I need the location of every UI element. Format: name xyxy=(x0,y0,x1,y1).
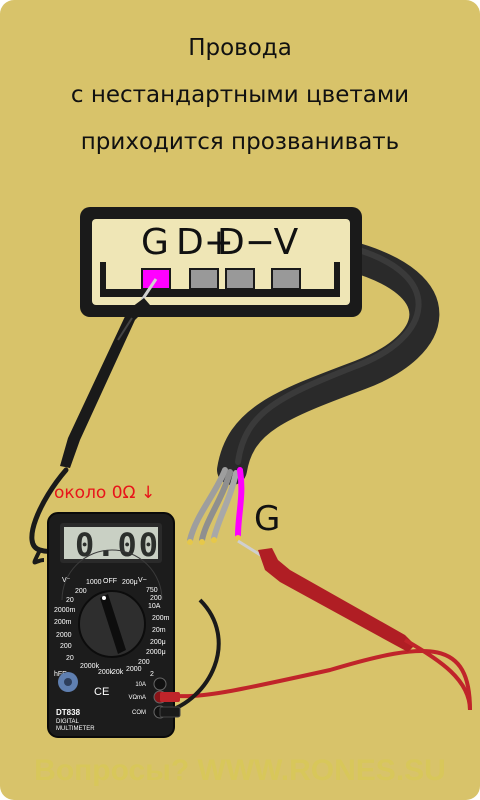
wire-tip xyxy=(235,535,241,541)
black-probe-handle xyxy=(60,298,150,468)
dial-mark: 200 xyxy=(138,659,150,666)
dial-mark: 200μ xyxy=(122,579,138,586)
red-probe-handle xyxy=(258,548,415,652)
model-subtitle-2: MULTIMETER xyxy=(56,726,95,732)
dial-mark: V⁻ xyxy=(62,577,71,584)
pin-label-g: G xyxy=(141,222,169,263)
dial-mark: 20k xyxy=(112,669,124,676)
usb-connector: G D+ D− V xyxy=(80,207,362,317)
red-plug xyxy=(160,692,180,702)
pin-label-dminus: D− xyxy=(217,222,275,263)
connector-tongue-side xyxy=(100,262,106,297)
dial-mark: 2000μ xyxy=(146,649,166,656)
wire-gray-3 xyxy=(211,470,239,541)
pin-dminus xyxy=(225,268,255,290)
wire-gray-1 xyxy=(187,467,228,543)
lcd-screen xyxy=(64,527,158,559)
dial-mark: 20 xyxy=(66,597,74,604)
dial-mark: 10A xyxy=(148,603,161,610)
wire-tip xyxy=(187,539,193,545)
dial-mark: 200 xyxy=(60,643,72,650)
black-probe-tip xyxy=(140,278,158,301)
dial-mark: 2000k xyxy=(80,663,100,670)
footer-text: Вопросы? WWW.RONES.SU xyxy=(34,754,446,787)
title-line-3: приходится прозванивать xyxy=(81,129,400,155)
red-probe-lead xyxy=(169,648,472,711)
dial-mark-off: OFF xyxy=(103,578,117,585)
usb-cable-shine xyxy=(235,245,422,465)
wire-label-g: G xyxy=(254,499,280,539)
dial-mark: hFE xyxy=(54,671,67,678)
red-probe-tail xyxy=(404,638,472,711)
pin-dplus xyxy=(189,268,219,290)
ce-mark: CE xyxy=(94,686,109,698)
black-lead xyxy=(32,549,45,565)
dial-mark: 200k xyxy=(98,669,114,676)
multimeter: 0.00 OFF V⁻ 1000 200 20 2000m 200m 2000 … xyxy=(47,512,181,738)
rotary-dial-pointer xyxy=(100,594,126,654)
pin-label-dplus: D+ xyxy=(176,222,234,263)
title-line-2: с нестандартными цветами xyxy=(71,82,409,108)
dial-mark: 200m xyxy=(152,615,170,622)
black-plug xyxy=(159,706,181,718)
dial-mark: 20m xyxy=(152,627,166,634)
black-probe-grip xyxy=(117,317,133,341)
dial-mark: 2000 xyxy=(126,666,142,673)
reading-note: около 0Ω ↓ xyxy=(54,483,155,503)
wire-gray-2 xyxy=(199,469,233,543)
black-lead-to-com xyxy=(164,598,221,714)
connector-tongue xyxy=(104,289,338,297)
dial-mark: 2000m xyxy=(54,607,76,614)
dial-range-ring xyxy=(61,549,163,601)
model-subtitle-1: DIGITAL xyxy=(56,719,80,725)
terminal-label-vomega: VΩmA xyxy=(129,695,147,701)
dial-mark: 1000 xyxy=(86,579,102,586)
dial-mark: V~ xyxy=(138,577,147,584)
dial-mark: 200 xyxy=(75,588,87,595)
exposed-wires xyxy=(187,467,245,545)
pin-v xyxy=(271,268,301,290)
dial-mark: 20 xyxy=(66,655,74,662)
connector-tongue-side xyxy=(334,262,340,297)
terminal-label-com: COM xyxy=(132,710,146,716)
model-name: DT838 xyxy=(56,708,81,717)
dial-mark: 200 xyxy=(150,595,162,602)
wire-tip xyxy=(211,537,217,543)
dial-mark: 200μ xyxy=(150,639,166,646)
red-probe xyxy=(169,539,472,711)
pin-label-v: V xyxy=(274,222,299,263)
lcd-reading: 0.00 xyxy=(75,526,160,564)
dial-mark: 2000 xyxy=(56,632,72,639)
rotary-dial-arrow xyxy=(102,596,106,600)
terminal-label-10a: 10A xyxy=(135,682,146,688)
red-probe-tip xyxy=(237,539,263,558)
terminal-10a[interactable] xyxy=(153,677,167,691)
wire-tip xyxy=(199,539,205,545)
wire-magenta xyxy=(235,467,245,538)
dial-mark: 750 xyxy=(146,587,158,594)
hfe-socket-hole xyxy=(64,678,72,686)
dial-mark: 2 xyxy=(150,671,154,678)
title-line-1: Провода xyxy=(188,35,292,61)
dial-mark: 200m xyxy=(54,619,72,626)
